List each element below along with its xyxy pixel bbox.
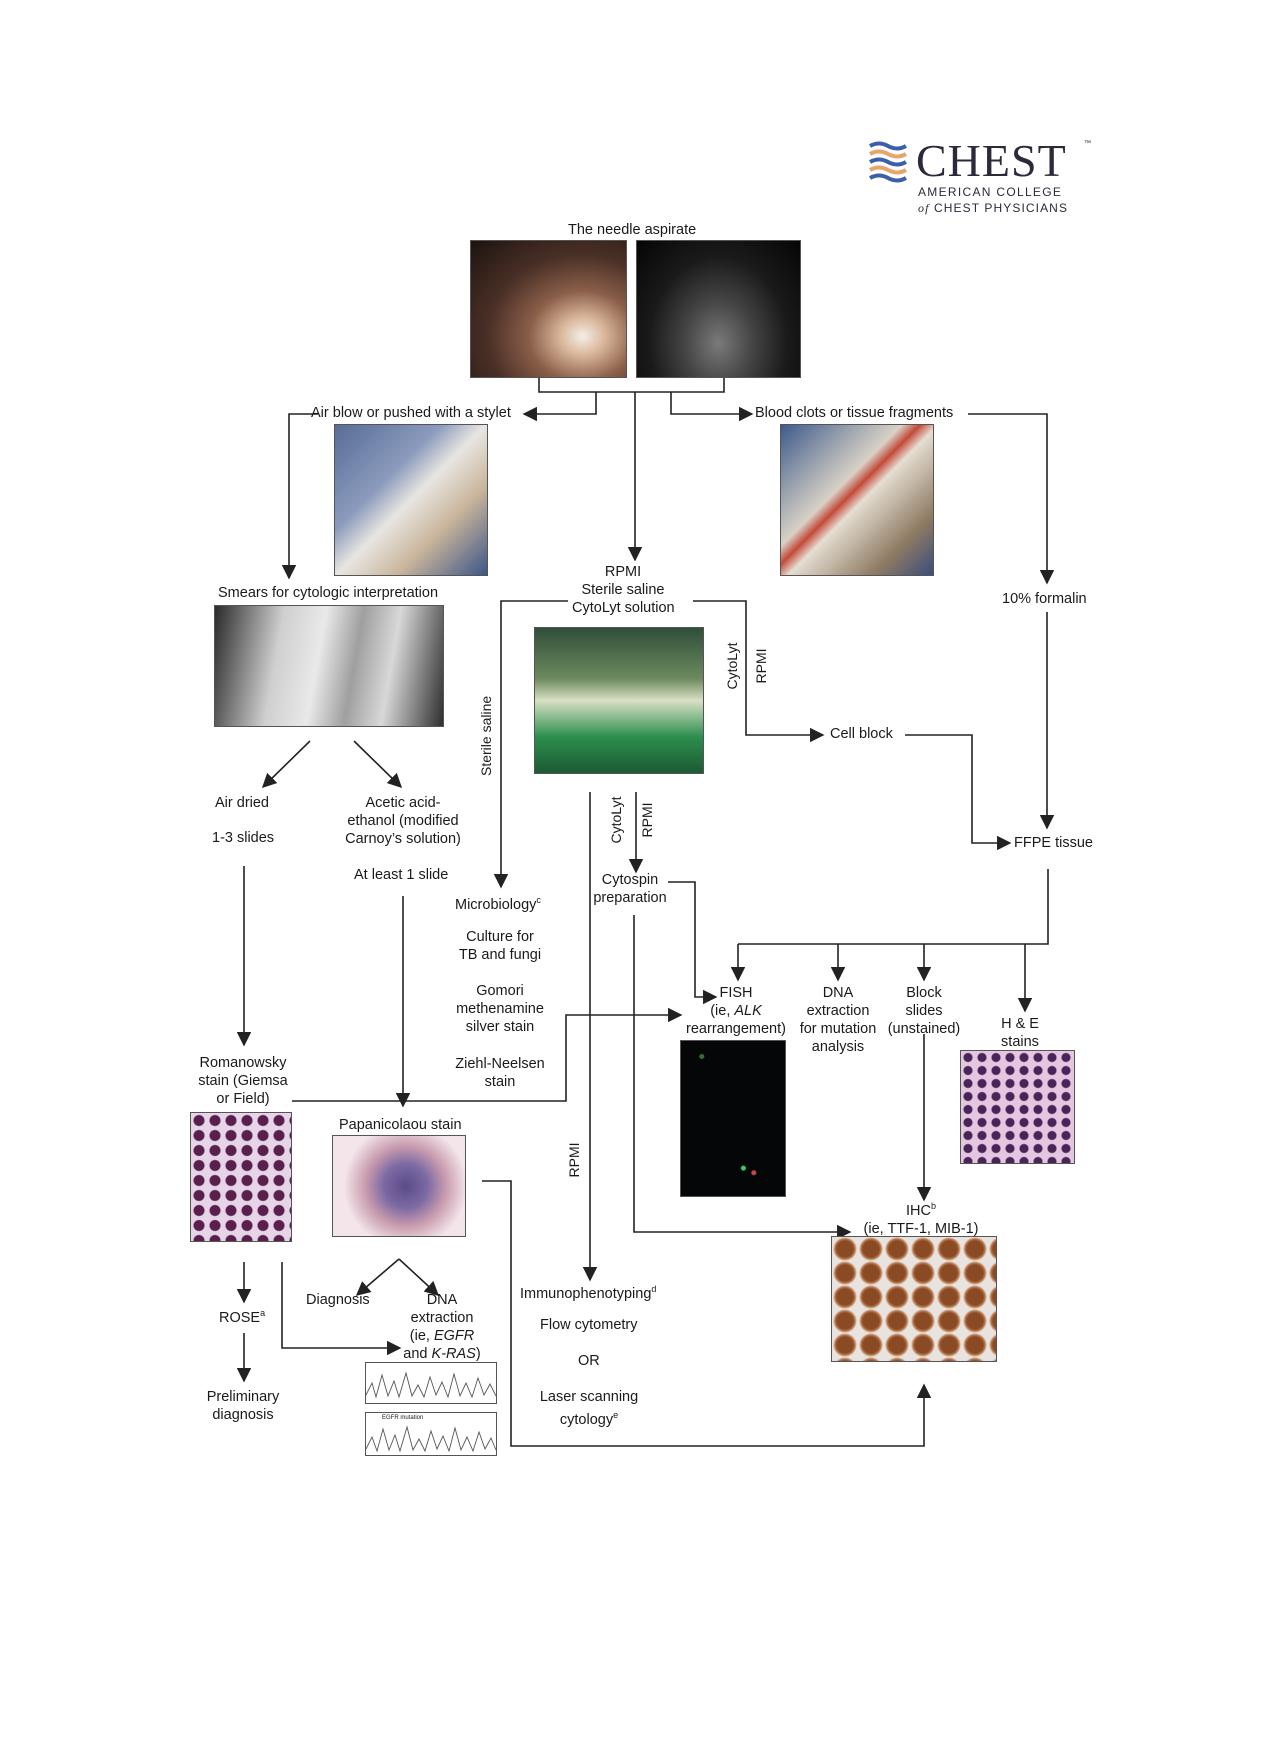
flow-cytometry-label: Flow cytometry: [540, 1317, 638, 1333]
sequence-trace-icon: [366, 1371, 496, 1399]
edge-romanowsky-to-dna: [281, 1262, 402, 1356]
edge-pap-to-diagnosis: [355, 1258, 400, 1296]
logo-line1: AMERICAN COLLEGE: [918, 185, 1063, 199]
edge-rpmi-to-cellblock: [693, 600, 825, 743]
edge-rpmi-sterile-saline: [493, 600, 568, 889]
logo-word: CHEST: [916, 135, 1067, 186]
needle-aspirate-label: The needle aspirate: [568, 222, 697, 238]
bronchoscopy-photo: [470, 240, 627, 378]
sequence-trace-icon: [366, 1425, 496, 1453]
papanicolaou-label: Papanicolaou stain: [339, 1117, 462, 1133]
smears-label: Smears for cytologic interpretation: [218, 585, 439, 601]
edge-label-rpmi-left: RPMI: [566, 1142, 582, 1178]
edge-air-blow-to-smears: [281, 413, 318, 580]
blood-clots-photo: [780, 424, 934, 576]
formalin-label: 10% formalin: [1002, 591, 1087, 607]
chest-logo: CHEST ™ AMERICAN COLLEGE of CHEST PHYSIC…: [868, 135, 1091, 218]
romanowsky-photo: [190, 1112, 292, 1242]
edge-smears-to-airdried: [261, 740, 311, 789]
laser-scanning-label: Laser scanning cytologye: [539, 1389, 639, 1428]
edge-label-rpmi-down: RPMI: [639, 802, 655, 838]
smear-photo: [214, 605, 444, 727]
edge-romanowsky-to-fish: [292, 1007, 683, 1102]
immunophenotyping-label: Immunophenotypingd: [520, 1284, 657, 1302]
fish-photo: [680, 1040, 786, 1197]
tube-photo: [534, 627, 704, 774]
edge-cytospin-to-fish: [668, 881, 718, 1005]
rose-label: ROSEa: [219, 1308, 266, 1326]
ihc-photo: [831, 1236, 997, 1362]
edge-ffpe-split: [738, 869, 1049, 945]
edge-blood-to-formalin: [968, 413, 1055, 585]
ultrasound-photo: [636, 240, 801, 378]
dna-egfr-label: DNA extraction (ie, EGFR and K-RAS): [403, 1292, 481, 1362]
fish-label: FISH (ie, ALK rearrangement): [686, 985, 786, 1037]
air-blow-photo: [334, 424, 488, 576]
logo-trademark: ™: [1084, 140, 1091, 147]
edge-pap-to-dna: [398, 1258, 440, 1296]
or-label: OR: [578, 1353, 600, 1369]
cell-block-label: Cell block: [830, 726, 893, 742]
air-blow-label: Air blow or pushed with a stylet: [311, 405, 511, 421]
edge-label-cytolyt-down: CytoLyt: [608, 796, 624, 844]
microbiology-label: Microbiologyc: [455, 895, 541, 913]
chest-logo-icon: [869, 141, 907, 183]
sequencing-trace-1: [365, 1362, 497, 1404]
edge-label-sterile-saline: Sterile saline: [478, 695, 494, 776]
logo-line2: of CHEST PHYSICIANS: [918, 201, 1069, 215]
air-dried-label: Air dried: [215, 795, 269, 811]
egfr-mutation-caption: EGFR mutation: [382, 1415, 424, 1421]
diagnosis-label: Diagnosis: [306, 1292, 370, 1308]
edge-to-air-blow: [522, 392, 597, 422]
edge-cellblock-to-ffpe: [905, 734, 1012, 851]
edge-cytospin-to-ihc: [633, 915, 852, 1240]
papanicolaou-photo: [332, 1135, 466, 1237]
edge-to-blood-clots: [670, 392, 754, 422]
he-stain-photo: [960, 1050, 1075, 1164]
ffpe-label: FFPE tissue: [1014, 835, 1093, 851]
at-least-1-label: At least 1 slide: [354, 867, 449, 883]
edge-label-cytolyt-right: CytoLyt: [724, 642, 740, 690]
edge-label-rpmi-right: RPMI: [753, 648, 769, 684]
slides-1-3-label: 1-3 slides: [212, 830, 275, 846]
edge-pap-to-ihc: [482, 1180, 932, 1447]
ihc-label: IHCb (ie, TTF-1, MIB-1): [863, 1201, 979, 1237]
edge-smears-to-acetic: [353, 740, 403, 789]
sequencing-trace-2: EGFR mutation: [365, 1412, 497, 1456]
blood-clots-label: Blood clots or tissue fragments: [755, 405, 954, 421]
